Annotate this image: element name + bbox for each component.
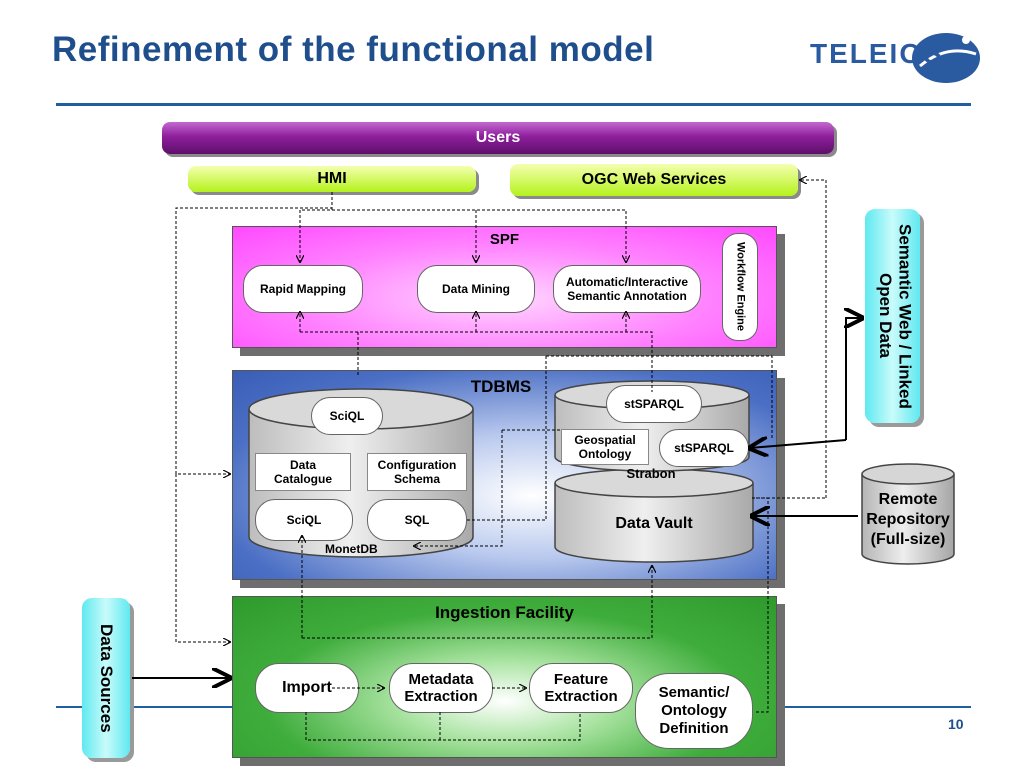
semantic-ontology-definition-box: Semantic/ Ontology Definition bbox=[635, 673, 753, 749]
ingestion-facility-panel: Ingestion Facility Import Metadata Extra… bbox=[232, 596, 777, 758]
sql-box: SQL bbox=[367, 499, 467, 541]
workflow-engine-label: Workflow Engine bbox=[734, 242, 747, 332]
monetdb-label: MonetDB bbox=[325, 542, 378, 556]
ontology-line3: Definition bbox=[659, 720, 729, 737]
geospatial-ontology-box: Geospatial Ontology bbox=[561, 429, 649, 465]
semantic-web-band: Semantic Web / Linked Open Data bbox=[865, 209, 920, 423]
stsparql-inner-box: stSPARQL bbox=[659, 429, 749, 467]
remote-line3: (Full-size) bbox=[870, 531, 946, 548]
feature-line2: Extraction bbox=[544, 688, 618, 705]
workflow-engine-box: Workflow Engine bbox=[722, 233, 758, 341]
data-sources-band: Data Sources bbox=[82, 598, 130, 758]
tdbms-panel: TDBMS SciQL Data Catalogue Configuration… bbox=[232, 370, 777, 580]
logo-text: TELEIOS bbox=[810, 38, 944, 69]
stsparql-top-box: stSPARQL bbox=[606, 385, 702, 423]
config-schema-line2: Schema bbox=[393, 472, 441, 486]
ontology-line2: Ontology bbox=[661, 702, 727, 719]
configuration-schema-box: Configuration Schema bbox=[367, 453, 467, 491]
feature-line1: Feature bbox=[553, 670, 609, 688]
ingestion-label: Ingestion Facility bbox=[435, 603, 574, 622]
strabon-label: Strabon bbox=[626, 466, 676, 481]
remote-line2: Repository bbox=[866, 511, 950, 528]
metadata-line2: Extraction bbox=[404, 688, 478, 705]
ontology-line1: Semantic/ bbox=[658, 684, 730, 701]
semantic-annotation-box: Automatic/Interactive Semantic Annotatio… bbox=[553, 265, 701, 313]
data-catalogue-box: Data Catalogue bbox=[255, 453, 351, 491]
spf-label: SPF bbox=[489, 231, 520, 248]
data-catalogue-line2: Catalogue bbox=[273, 472, 332, 486]
annotation-line2: Semantic Annotation bbox=[567, 289, 687, 303]
tdbms-label: TDBMS bbox=[470, 377, 532, 396]
data-vault-label: Data Vault bbox=[615, 515, 693, 532]
geo-ontology-line2: Ontology bbox=[578, 447, 632, 461]
sciql-bottom-box: SciQL bbox=[255, 499, 353, 541]
semantic-web-label: Semantic Web / Linked Open Data bbox=[875, 223, 915, 409]
data-catalogue-line1: Data bbox=[289, 458, 316, 472]
page-title: Refinement of the functional model bbox=[52, 30, 655, 69]
annotation-line1: Automatic/Interactive bbox=[565, 275, 689, 289]
data-vault-cylinder bbox=[554, 468, 754, 563]
users-bar: Users bbox=[162, 122, 834, 154]
data-sources-label: Data Sources bbox=[96, 623, 116, 733]
feature-extraction-box: Feature Extraction bbox=[529, 663, 633, 713]
hmi-box: HMI bbox=[188, 166, 476, 192]
page-number: 10 bbox=[948, 716, 964, 732]
metadata-extraction-box: Metadata Extraction bbox=[389, 663, 493, 713]
data-mining-box: Data Mining bbox=[417, 265, 535, 313]
config-schema-line1: Configuration bbox=[377, 458, 457, 472]
rapid-mapping-box: Rapid Mapping bbox=[243, 265, 363, 313]
remote-repository-cylinder bbox=[861, 463, 955, 565]
title-divider bbox=[56, 103, 971, 106]
ogc-web-services-box: OGC Web Services bbox=[510, 164, 798, 196]
metadata-line1: Metadata bbox=[408, 670, 474, 688]
spf-panel: SPF Rapid Mapping Data Mining Automatic/… bbox=[232, 226, 777, 348]
sciql-top-box: SciQL bbox=[311, 397, 383, 435]
remote-repository-label: Remote Repository (Full-size) bbox=[858, 490, 958, 550]
teleios-logo: TELEIOS bbox=[808, 18, 983, 88]
geo-ontology-line1: Geospatial bbox=[574, 433, 636, 447]
import-box: Import bbox=[255, 663, 359, 713]
remote-line1: Remote bbox=[878, 491, 938, 508]
